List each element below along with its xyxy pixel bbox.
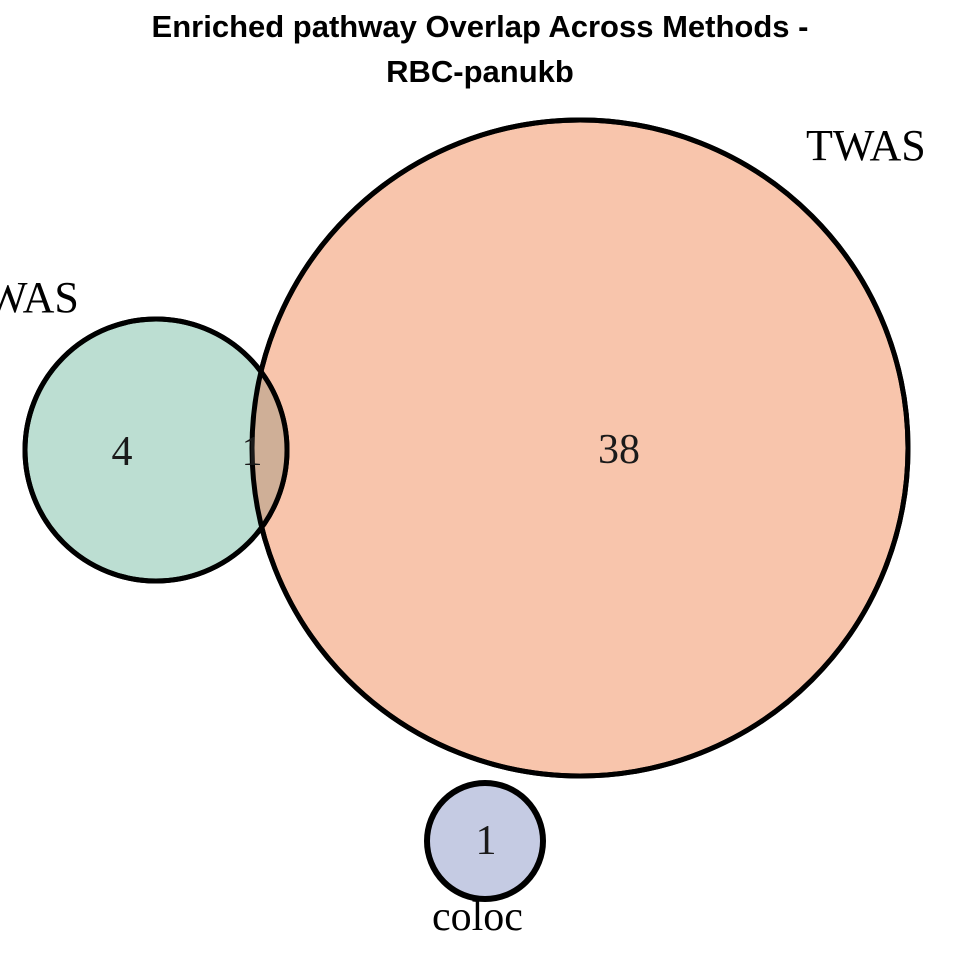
set-label-twas: TWAS [806,121,926,170]
count-coloc-only: 1 [475,818,497,864]
figure-title-line2: RBC-panukb [386,54,574,89]
count-gwas-only: 4 [111,429,133,475]
set-circle-coloc[interactable] [424,780,546,902]
set-circle-gwas-outline [22,316,290,584]
set-circle-twas-outline [249,117,911,779]
figure-title: Enriched pathway Overlap Across Methods … [151,9,809,44]
count-gwas-twas-overlap: 1 [241,429,263,475]
set-label-gwas: WAS [0,273,79,322]
set-circle-twas[interactable] [249,117,911,779]
set-label-coloc: coloc [432,894,523,940]
count-twas-only: 38 [598,427,640,473]
